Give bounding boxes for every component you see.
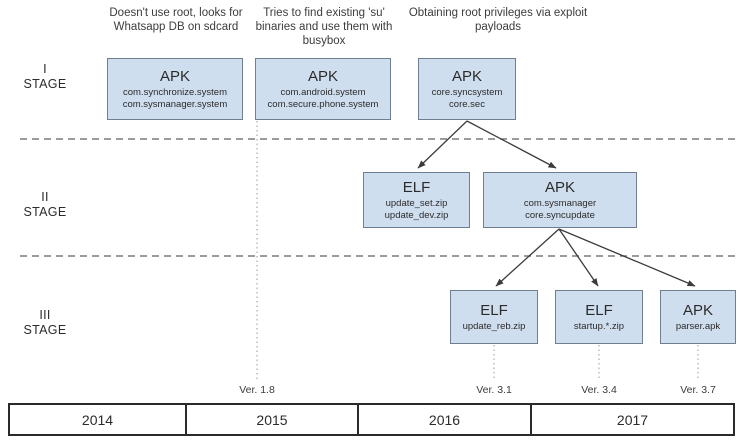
version-label-3-4: Ver. 3.4 bbox=[581, 384, 617, 396]
timeline-cell-2015: 2015 bbox=[187, 405, 359, 434]
timeline-cell-2017: 2017 bbox=[616, 411, 649, 428]
node-detail-line: com.sysmanager bbox=[523, 197, 597, 209]
version-label-3-7: Ver. 3.7 bbox=[680, 384, 716, 396]
node-detail-line: core.sec bbox=[449, 98, 485, 110]
node-elf-update-reb: ELF update_reb.zip bbox=[450, 290, 538, 344]
node-detail-line: core.syncupdate bbox=[525, 209, 595, 221]
stage-label-iii-roman: III bbox=[39, 308, 51, 322]
node-type-label: ELF bbox=[402, 178, 431, 196]
node-type-label: APK bbox=[544, 178, 575, 196]
node-type-label: ELF bbox=[585, 301, 613, 319]
stage-label-i: I STAGE bbox=[2, 62, 88, 92]
node-apk-synchronize: APK com.synchronize.system com.sysmanage… bbox=[107, 58, 243, 120]
node-apk-parser: APK parser.apk bbox=[660, 290, 736, 344]
stage-label-iii: III STAGE bbox=[2, 308, 88, 338]
version-label-3-1: Ver. 3.1 bbox=[476, 384, 512, 396]
node-apk-sysmanager-syncupdate: APK com.sysmanager core.syncupdate bbox=[483, 172, 637, 228]
node-type-label: ELF bbox=[480, 301, 508, 319]
stage-label-ii-word: STAGE bbox=[23, 205, 67, 219]
node-type-label: APK bbox=[159, 67, 190, 85]
node-detail-line: core.syncsystem bbox=[431, 86, 503, 98]
node-detail-line: com.synchronize.system bbox=[122, 86, 227, 98]
node-detail-line: parser.apk bbox=[675, 320, 721, 332]
node-detail-line: update_set.zip bbox=[385, 197, 448, 209]
node-detail-line: com.android.system bbox=[280, 86, 366, 98]
node-elf-update-set: ELF update_set.zip update_dev.zip bbox=[363, 172, 470, 228]
node-elf-startup: ELF startup.*.zip bbox=[555, 290, 643, 344]
caption-stage1-group2: Tries to find existing 'su' binaries and… bbox=[255, 7, 393, 47]
caption-stage1-group1: Doesn't use root, looks for Whatsapp DB … bbox=[109, 7, 243, 33]
timeline-cell-2014: 2014 bbox=[10, 405, 187, 434]
caption-stage1-group3: Obtaining root privileges via exploit pa… bbox=[408, 7, 588, 33]
version-label-1-8: Ver. 1.8 bbox=[239, 384, 275, 396]
node-type-label: APK bbox=[307, 67, 338, 85]
stage-label-ii-roman: II bbox=[41, 190, 49, 204]
node-detail-line: com.sysmanager.system bbox=[122, 98, 228, 110]
node-detail-line: startup.*.zip bbox=[573, 320, 625, 332]
node-apk-core-syncsystem: APK core.syncsystem core.sec bbox=[418, 58, 516, 120]
node-detail-line: com.secure.phone.system bbox=[267, 98, 379, 110]
timeline-cell-2016: 2016 bbox=[359, 405, 532, 434]
node-detail-line: update_reb.zip bbox=[462, 320, 526, 332]
stage-label-ii: II STAGE bbox=[2, 190, 88, 220]
node-apk-android-system: APK com.android.system com.secure.phone.… bbox=[255, 58, 391, 120]
node-detail-line: update_dev.zip bbox=[384, 209, 449, 221]
stage-label-iii-word: STAGE bbox=[23, 323, 67, 337]
node-type-label: APK bbox=[682, 301, 713, 319]
timeline-axis: 2014 2015 2016 2017 bbox=[8, 403, 735, 436]
stage-label-i-word: STAGE bbox=[23, 77, 67, 91]
node-type-label: APK bbox=[451, 67, 482, 85]
stage-label-i-roman: I bbox=[43, 62, 47, 76]
